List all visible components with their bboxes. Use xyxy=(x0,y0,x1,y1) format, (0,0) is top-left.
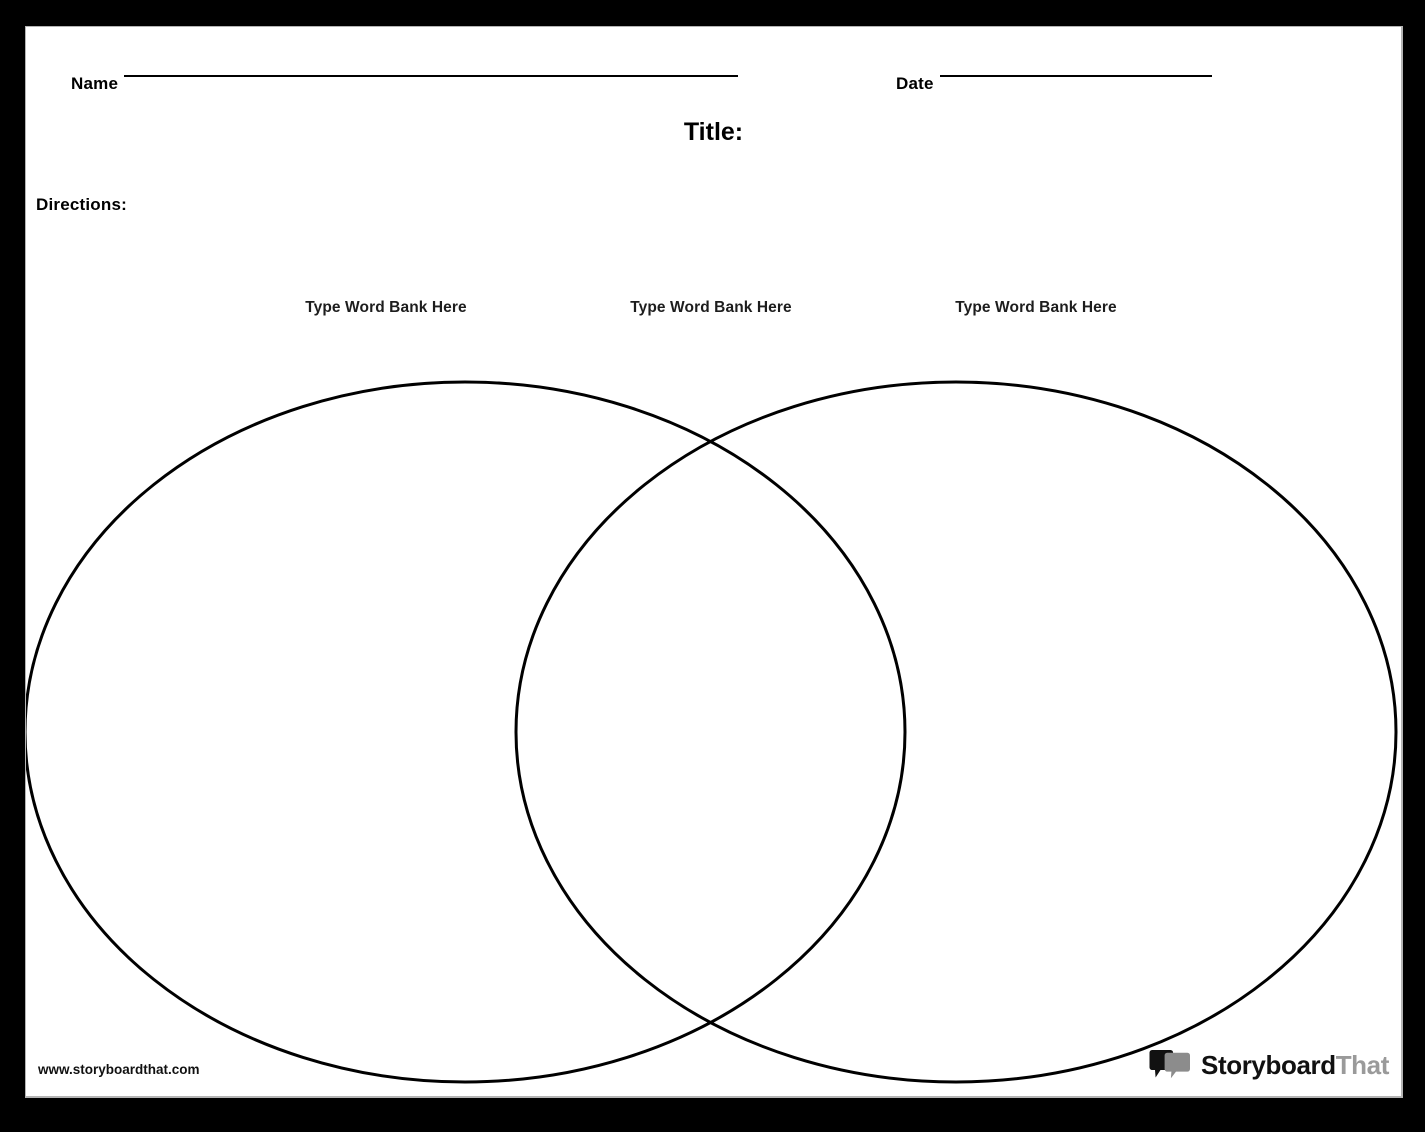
venn-circle-right[interactable] xyxy=(514,380,1398,1084)
speech-bubbles-icon xyxy=(1148,1050,1192,1080)
name-label: Name xyxy=(71,74,119,93)
logo-word-that: That xyxy=(1335,1050,1390,1080)
directions-label[interactable]: Directions: xyxy=(36,195,127,214)
word-bank-middle[interactable]: Type Word Bank Here xyxy=(630,299,792,316)
venn-diagram xyxy=(26,380,1398,1084)
word-bank-right[interactable]: Type Word Bank Here xyxy=(955,299,1117,316)
date-input-line[interactable] xyxy=(940,75,1212,77)
name-input-line[interactable] xyxy=(124,75,738,77)
logo-word-storyboard: Storyboard xyxy=(1201,1050,1336,1080)
footer-website-url: www.storyboardthat.com xyxy=(38,1062,200,1077)
date-label: Date xyxy=(896,74,934,93)
logo-wordmark: StoryboardThat xyxy=(1201,1052,1389,1078)
worksheet-page: Name Date Title: Directions: Type Word B… xyxy=(26,27,1401,1096)
storyboardthat-logo: StoryboardThat xyxy=(1148,1047,1389,1083)
venn-circle-left[interactable] xyxy=(26,380,907,1084)
word-bank-left[interactable]: Type Word Bank Here xyxy=(305,299,467,316)
page-title[interactable]: Title: xyxy=(683,118,744,146)
